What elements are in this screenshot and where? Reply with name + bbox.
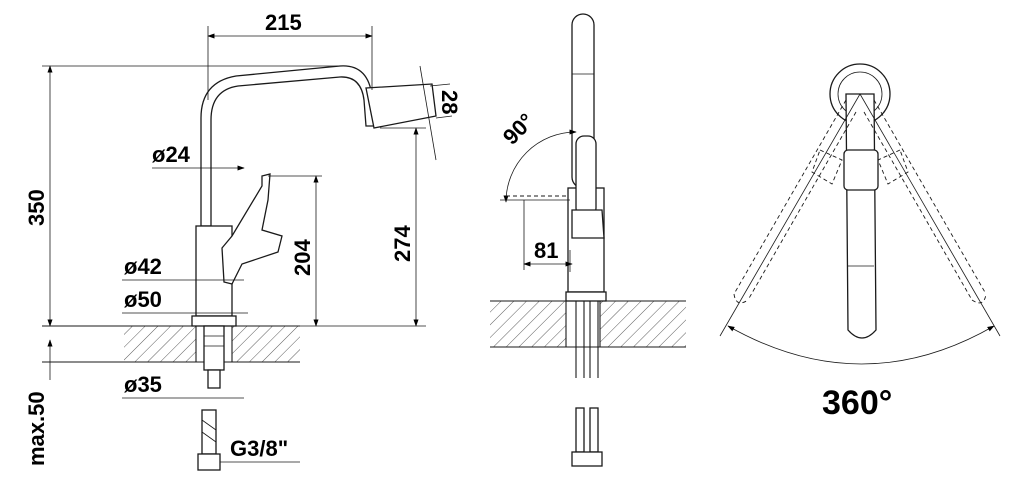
countertop-front [490,300,686,348]
dim-total-height: 350 [24,65,340,327]
total-height-label: 350 [24,189,49,226]
dim-body-diameter: ø42 [122,254,244,281]
faucet-body-front [565,13,607,467]
countertop-side [42,325,300,363]
side-view: 215 28 350 274 204 [24,10,462,471]
mount-hole-diameter-label: ø35 [124,372,162,397]
dim-max-thickness: max.50 [24,339,53,466]
spout-outlet-label: 28 [437,90,462,114]
lever-clearance-label: 81 [534,238,558,263]
spout-diameter-label: ø24 [152,142,191,167]
dim-swivel-angle: 360° [719,93,1001,422]
spout-reach-label: 215 [265,10,302,35]
swivel-right-dashed [863,99,987,304]
dim-connection-thread: G3/8" [220,436,300,463]
max-thickness-label: max.50 [24,391,49,466]
dim-lever-height: 204 [268,175,322,327]
dim-base-diameter: ø50 [122,287,248,314]
top-view: 360° [719,63,1001,422]
base-diameter-label: ø50 [124,287,162,312]
dim-lever-clearance: 81 [500,199,573,272]
faucet-body-top [829,63,891,339]
connection-thread-label: G3/8" [230,436,288,461]
swivel-left-dashed [733,99,857,304]
body-diameter-label: ø42 [124,254,162,279]
dim-lever-angle: 90° [498,108,577,203]
dim-outlet-height: 274 [300,127,426,327]
lever-height-label: 204 [290,239,315,276]
dim-mount-hole-diameter: ø35 [122,372,244,399]
lever-angle-label: 90° [498,108,539,149]
faucet-body-side [191,65,437,471]
swivel-angle-label: 360° [822,384,892,422]
dim-spout-reach: 215 [207,10,373,100]
dim-spout-outlet: 28 [419,65,462,161]
front-view: 90° 81 [490,13,686,467]
dim-spout-diameter: ø24 [152,142,245,171]
outlet-height-label: 274 [390,225,415,262]
